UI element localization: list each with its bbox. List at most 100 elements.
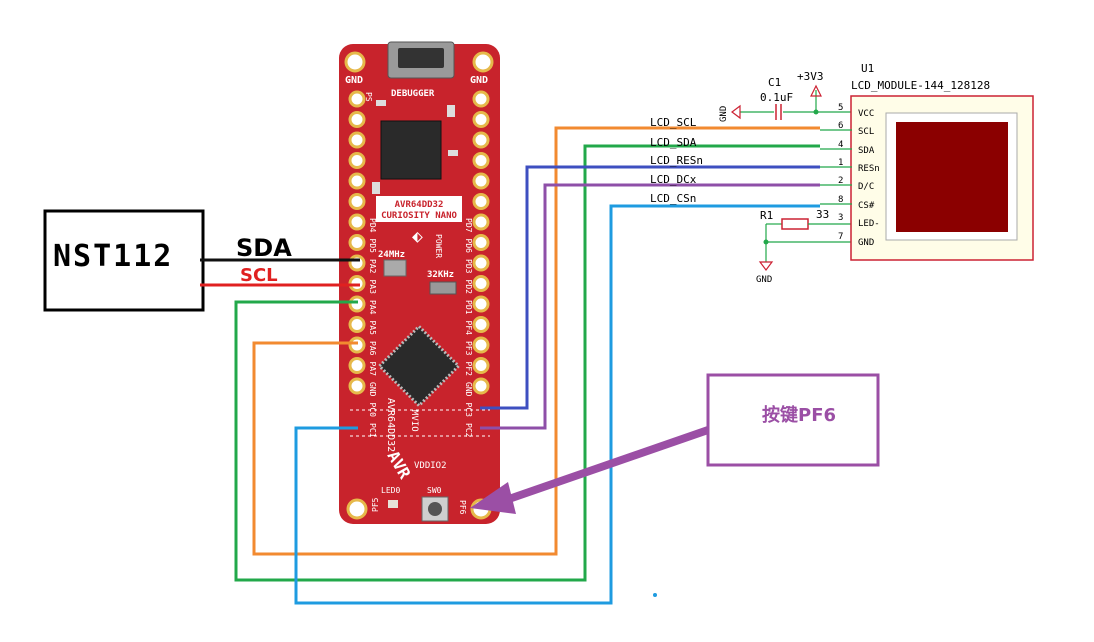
pin-hole-left — [348, 377, 366, 395]
mcu-chip — [377, 324, 461, 408]
pin-hole-left — [348, 254, 366, 272]
debugger-label: DEBUGGER — [391, 89, 435, 99]
vddio2-label: VDDIO2 — [414, 461, 447, 471]
chip-side-label: AVR64DD32 — [385, 398, 396, 452]
pin-label-right: PC2 — [464, 423, 473, 438]
lcd-pin-name: LED- — [858, 219, 880, 229]
junction-vcc — [813, 109, 819, 115]
pin-label-left: PA2 — [368, 259, 377, 274]
pf5-label: PF5 — [371, 497, 380, 512]
lcd-pin-number: 2 — [838, 176, 843, 186]
board-pcb — [339, 44, 500, 524]
mount-hole-left — [344, 51, 366, 73]
pin-hole-right — [472, 377, 490, 395]
r1-value: 33 — [816, 208, 829, 221]
lcd-pin-name: VCC — [858, 109, 874, 119]
pin-label-left: PC0 — [368, 403, 377, 418]
pin-label-right: PD1 — [464, 300, 473, 315]
wire-lcd-resn — [480, 165, 820, 410]
pin-hole-left — [348, 336, 366, 354]
pf6-label: PF6 — [458, 500, 467, 515]
pin-hole-left — [348, 152, 366, 169]
xtal-24mhz — [383, 259, 407, 277]
nst112-sensor: NST112 SDA SCL — [43, 209, 360, 312]
sw0-cap[interactable] — [428, 502, 442, 516]
lcd-pin-number: 6 — [838, 121, 843, 131]
lcd-pin-number: 7 — [838, 232, 843, 242]
pin-hole-right — [472, 357, 490, 374]
pin-header-holes — [348, 90, 490, 395]
net-lcd-scl: LCD_SCL — [650, 116, 697, 129]
pin-label-left: PA5 — [368, 321, 377, 336]
pf6-callout: 按键PF6 — [470, 373, 880, 514]
pin-hole-right — [472, 275, 490, 292]
curiosity-nano-board: GND GND DEBUGGER PS AVR64DD32 CURIOSITY … — [339, 41, 500, 524]
pin-label-right: PD6 — [464, 239, 473, 254]
callout-box — [706, 373, 880, 467]
pin-label-right: PD7 — [464, 218, 473, 233]
pin-hole-left — [348, 193, 366, 210]
pin-hole-left — [348, 90, 366, 108]
lcd-pin-name: SDA — [858, 146, 875, 156]
pin-label-left: PA7 — [368, 362, 377, 377]
pin-hole-right — [472, 111, 490, 128]
lcd-ref: U1 — [861, 62, 874, 75]
pin-label-right: PF4 — [464, 321, 473, 336]
wire-lcd-sda — [234, 144, 820, 582]
pin-label-left: PC1 — [368, 423, 377, 438]
pin-hole-left — [348, 295, 366, 313]
net-lcd-sda: LCD_SDA — [650, 136, 697, 149]
pin-label-left: PA6 — [368, 341, 377, 356]
pin-hole-left — [348, 234, 366, 251]
pin-hole-right — [472, 254, 490, 272]
lcd-pin-name: GND — [858, 238, 874, 248]
pin-hole-right — [472, 90, 490, 108]
wire-lcd-csn — [294, 204, 820, 605]
wires — [234, 126, 820, 605]
pin-label-right: GND — [464, 382, 473, 397]
nst112-name: NST112 — [53, 239, 173, 274]
mount-hole-right — [472, 51, 494, 73]
lcd-pin-name: CS# — [858, 201, 875, 211]
pin-hole-left — [348, 172, 366, 190]
gnd-label-left: GND — [345, 75, 363, 86]
lcd-pin-name: SCL — [858, 127, 874, 137]
lcd-schematic: LCD_SCL LCD_SDA LCD_RESn LCD_DCx LCD_CSn… — [650, 62, 1034, 285]
nst112-box — [43, 209, 205, 312]
pin-hole-left — [348, 357, 366, 374]
pin-labels: PD4PD5PA2PA3PA4PA5PA6PA7GNDPC0PC1PD7PD6P… — [368, 218, 473, 438]
wire-lcd-dcx — [480, 183, 820, 430]
power-label-3v3: +3V3 — [797, 70, 824, 83]
pin-hole-right — [472, 234, 490, 251]
stray-dot — [653, 593, 657, 597]
pin-hole-right — [472, 213, 490, 231]
pin-hole-left — [348, 131, 366, 149]
lcd-part: LCD_MODULE-144_128128 — [851, 79, 990, 92]
led0-label: LED0 — [381, 486, 400, 495]
net-labels: LCD_SCL LCD_SDA LCD_RESn LCD_DCx LCD_CSn — [650, 116, 703, 205]
net-lcd-resn: LCD_RESn — [650, 154, 703, 167]
lcd-pin-name: D/C — [858, 182, 874, 192]
gnd-label-right: GND — [470, 75, 488, 86]
gnd-symbol-bottom — [758, 261, 774, 271]
pin-hole-right — [472, 336, 490, 354]
pin-hole-right — [472, 316, 490, 333]
callout-arrow-head — [470, 482, 516, 514]
xtal-32-label: 32KHz — [427, 270, 454, 280]
board-name-line2: CURIOSITY NANO — [381, 211, 457, 221]
wire-lcd-scl — [252, 126, 820, 556]
pin-label-left: PA3 — [368, 280, 377, 295]
pin-hole-right — [472, 172, 490, 190]
r1-body — [781, 218, 809, 230]
smd-2 — [447, 105, 455, 117]
led0 — [388, 500, 398, 508]
gnd-label-bottom: GND — [756, 275, 772, 285]
pin-hole-right — [472, 152, 490, 169]
sw0-label: SW0 — [427, 486, 442, 495]
mvio-label: MVIO — [409, 410, 419, 432]
pin-label-right: PF2 — [464, 362, 473, 377]
gnd-label-top: GND — [719, 106, 729, 122]
gnd-symbol-top — [731, 104, 741, 120]
